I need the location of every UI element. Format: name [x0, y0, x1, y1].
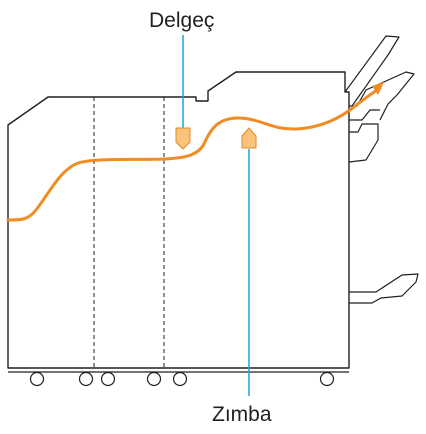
upper-output-tray: [344, 35, 415, 163]
caster-2: [78, 371, 94, 387]
caster-6: [319, 371, 335, 387]
caster-1: [29, 371, 45, 387]
staple-marker-icon: [241, 127, 257, 149]
casters: [29, 371, 335, 387]
lower-output-tray: [349, 273, 419, 304]
caster-3: [100, 371, 116, 387]
caster-5: [172, 371, 188, 387]
staple-label: Zımba: [212, 403, 272, 426]
machine-body-outline: [7, 71, 350, 369]
paper-path-arrowhead: [372, 82, 384, 95]
caster-4: [146, 371, 162, 387]
paper-path: [6, 86, 382, 222]
punch-marker-icon: [175, 127, 191, 150]
punch-label: Delgeç: [149, 9, 214, 32]
